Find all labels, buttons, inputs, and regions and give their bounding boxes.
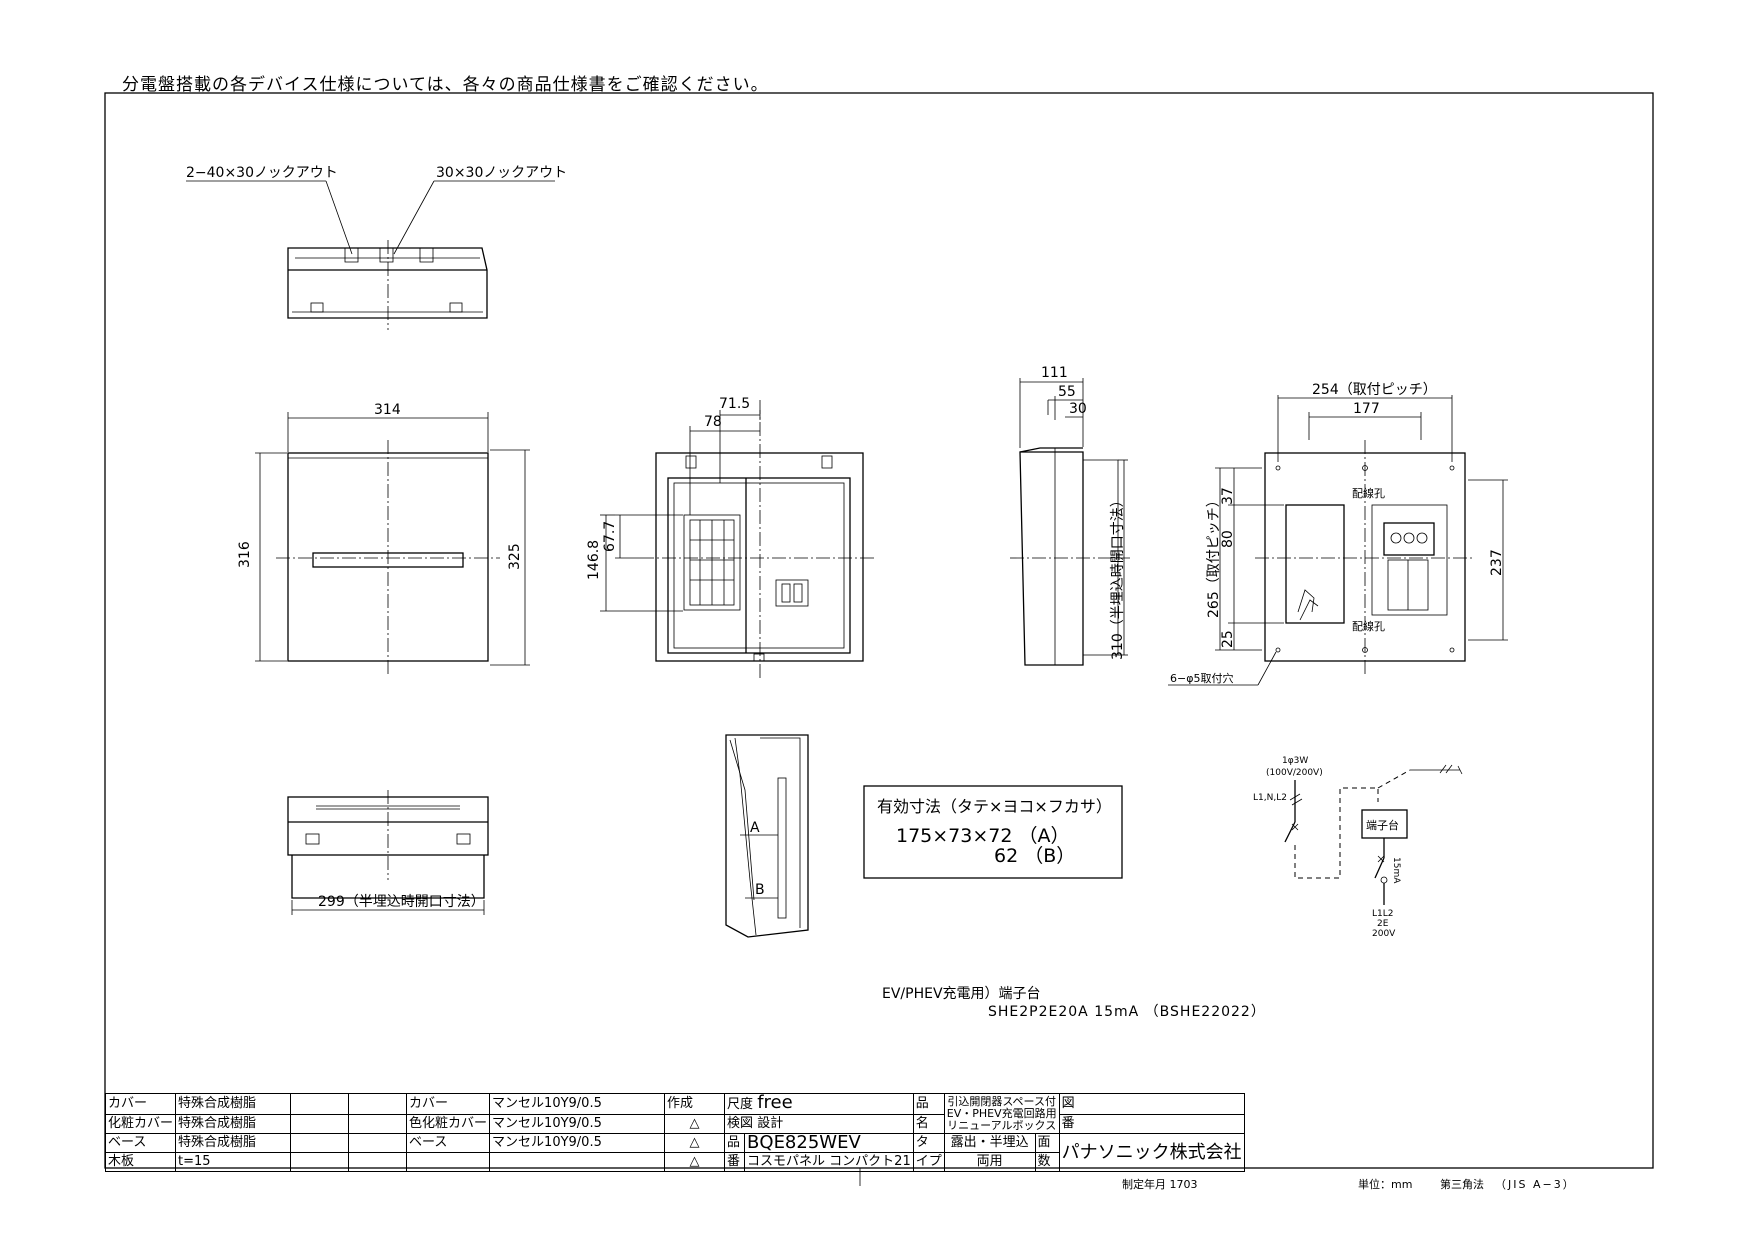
circuit-200v: 200V [1372, 929, 1396, 939]
dim-111: 111 [1041, 365, 1068, 381]
rear-view: 配線孔 配線孔 254（取付ピッチ） 177 37 80 265（取付ピッチ） … [1168, 382, 1508, 686]
drawing-frame [104, 92, 1654, 1169]
tb-type-label: タ [912, 1133, 945, 1153]
tb-product-name-2: EV・PHEV充電回路用 [946, 1106, 1057, 1120]
circuit-15ma: 15mA [1391, 857, 1401, 884]
dim-254: 254（取付ピッチ） [1312, 382, 1437, 398]
tb-revision-3: △ [664, 1152, 726, 1172]
dim-237: 237 [1489, 549, 1505, 576]
tb-board-thickness: t=15 [175, 1152, 292, 1172]
circuit-voltage: (100V/200V) [1266, 768, 1323, 778]
mount-holes-label: 6−φ5取付穴 [1170, 671, 1233, 685]
tb-board-label: 木板 [104, 1152, 177, 1172]
section-view: A B [725, 734, 809, 938]
tb-finish-color: マンセル10Y9/0.5 [489, 1114, 666, 1134]
tb-series-name: コスモパネル コンパクト21 [744, 1152, 914, 1172]
tb-projection: 第三角法 [1440, 1178, 1484, 1191]
tb-number-label: 番 [1058, 1114, 1245, 1134]
tb-name-label: 名 [912, 1114, 945, 1134]
tb-model-number: BQE825WEV [744, 1133, 914, 1153]
top-view: 2−40×30ノックアウト 30×30ノックアウト [186, 165, 567, 330]
effective-a: 175×73×72 （A） [896, 825, 1070, 847]
tb-color-label: 色 [409, 1116, 423, 1131]
tb-cover-color: マンセル10Y9/0.5 [489, 1093, 666, 1115]
tb-type-label-2: イプ [912, 1152, 945, 1172]
dim-78: 78 [704, 414, 722, 430]
dim-146-8: 146.8 [586, 540, 602, 580]
circuit-lines: L1,N,L2 [1253, 793, 1287, 803]
tb-finish-cover-label: 化粧カバー [104, 1114, 177, 1134]
tb-revision-1: △ [664, 1114, 726, 1134]
tb-base-color-label: ベース [406, 1133, 491, 1153]
tb-type-value-2: 両用 [943, 1152, 1036, 1172]
dim-80: 80 [1220, 530, 1236, 548]
tb-unit: 単位：mm [1358, 1178, 1413, 1191]
dim-37: 37 [1220, 487, 1236, 505]
tb-cover-label: カバー [104, 1093, 177, 1115]
tb-cover-color-label: カバー [406, 1093, 491, 1115]
tb-type-value: 露出・半埋込 [943, 1133, 1036, 1153]
tb-base-color: マンセル10Y9/0.5 [489, 1133, 666, 1153]
tb-ban-label: 番 [724, 1152, 746, 1172]
tb-face-label: 面 [1034, 1133, 1060, 1153]
tb-created: 作成 [664, 1093, 726, 1115]
dim-177: 177 [1353, 401, 1380, 417]
dim-25: 25 [1220, 630, 1236, 648]
dim-314: 314 [374, 402, 401, 418]
circuit-out-lines: L1L2 [1372, 909, 1393, 919]
dim-67-7: 67.7 [602, 521, 618, 552]
tb-finish-color-label: 化粧カバー [422, 1116, 488, 1131]
knockout-label-1: 2−40×30ノックアウト [186, 165, 338, 181]
tb-product-name-1: 引込開閉器スペース付 [947, 1094, 1057, 1108]
tb-base-material: 特殊合成樹脂 [175, 1133, 292, 1153]
circuit-diagram: 1φ3W (100V/200V) L1,N,L2 端子台 15mA L1L2 2… [1253, 756, 1463, 939]
tb-scale-label: 尺度 [727, 1097, 754, 1112]
ev-model: SHE2P2E20A 15mA （BSHE22022） [988, 1004, 1266, 1020]
dim-325: 325 [507, 543, 523, 570]
side-view: 111 55 30 310（半埋込時開口寸法） [1010, 365, 1130, 666]
notice-text: 分電盤搭載の各デバイス仕様については、各々の商品仕様書をご確認ください。 [122, 75, 769, 95]
knockout-label-2: 30×30ノックアウト [436, 165, 567, 181]
wiring-hole-top: 配線孔 [1352, 486, 1385, 500]
tb-scale: free [757, 1093, 793, 1113]
tb-product-label: 品 [912, 1093, 945, 1115]
tb-hin-label: 品 [724, 1133, 746, 1153]
label-b: B [755, 882, 765, 898]
terminal-block-label: 端子台 [1366, 818, 1399, 832]
dim-30: 30 [1069, 401, 1087, 417]
tb-date: 制定年月 1703 [1122, 1178, 1198, 1191]
front-view: 314 316 325 [237, 402, 530, 675]
tb-base-label: ベース [104, 1133, 177, 1153]
interior-view: 71.5 78 67.7 146.8 [586, 396, 875, 680]
dim-310: 310（半埋込時開口寸法） [1110, 493, 1126, 660]
circuit-2e: 2E [1377, 919, 1389, 929]
circuit-1phase: 1φ3W [1282, 756, 1308, 766]
tb-count-label: 数 [1034, 1152, 1060, 1172]
effective-title: 有効寸法（タテ×ヨコ×フカサ） [877, 797, 1112, 816]
tb-revision-2: △ [664, 1133, 726, 1153]
effective-b: 62 （B） [994, 845, 1075, 867]
dim-71-5: 71.5 [719, 396, 750, 412]
tb-product-name-3: リニューアルボックス [947, 1118, 1057, 1132]
dim-316: 316 [237, 541, 253, 568]
dim-265: 265（取付ピッチ） [1206, 493, 1222, 618]
tb-design-label: 設計 [757, 1116, 784, 1131]
bottom-view: 299（半埋込時開口寸法） [287, 790, 489, 915]
tb-drawing-no-label: 図 [1058, 1093, 1245, 1115]
wiring-hole-bottom: 配線孔 [1352, 619, 1385, 633]
title-block: カバー 特殊合成樹脂 カバー マンセル10Y9/0.5 作成 尺度 free 品… [104, 1093, 1245, 1172]
dim-55: 55 [1058, 384, 1076, 400]
effective-dimensions-box: 有効寸法（タテ×ヨコ×フカサ） 175×73×72 （A） 62 （B） [863, 785, 1123, 879]
tb-finish-cover-material: 特殊合成樹脂 [175, 1114, 292, 1134]
dim-299: 299（半埋込時開口寸法） [318, 894, 485, 910]
ev-label: EV/PHEV充電用）端子台 [882, 986, 1041, 1002]
label-a: A [750, 820, 760, 836]
tb-standard: （JIS A−3） [1495, 1178, 1576, 1191]
tb-cover-material: 特殊合成樹脂 [175, 1093, 292, 1115]
tb-check-label: 検図 [727, 1116, 754, 1131]
tb-company: パナソニック株式会社 [1058, 1133, 1245, 1172]
